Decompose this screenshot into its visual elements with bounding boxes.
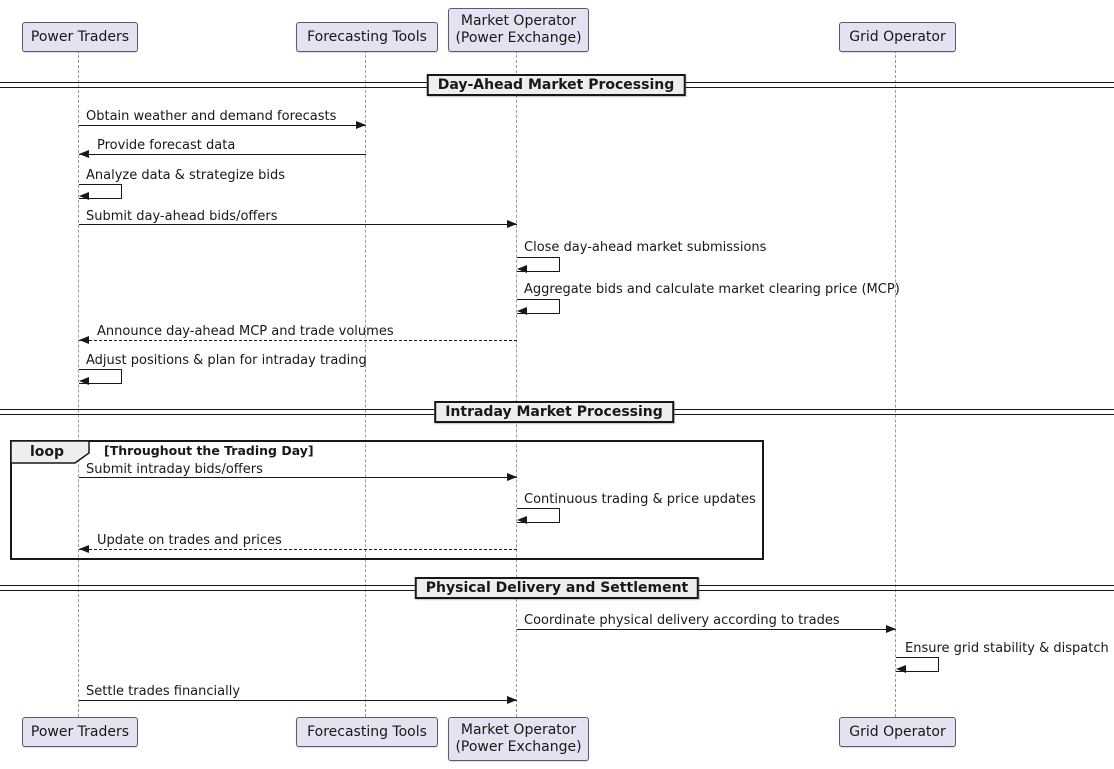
lifeline-power-traders <box>78 50 79 717</box>
message-label: Coordinate physical delivery according t… <box>524 613 840 628</box>
message-arrow-line <box>79 224 517 225</box>
arrowhead <box>79 336 89 344</box>
message-label: Aggregate bids and calculate market clea… <box>524 282 900 297</box>
message-label: Provide forecast data <box>97 138 236 153</box>
arrowhead <box>507 220 517 228</box>
participant-grid-operator-top: Grid Operator <box>839 22 956 52</box>
message-label: Submit intraday bids/offers <box>86 462 263 477</box>
arrowhead <box>886 625 896 633</box>
loop-condition: [Throughout the Trading Day] <box>104 443 314 458</box>
loop-keyword: loop <box>30 444 65 460</box>
arrowhead <box>356 121 366 129</box>
participant-forecasting-tools-top: Forecasting Tools <box>296 22 438 52</box>
message-arrow-line <box>79 125 366 126</box>
arrowhead <box>79 377 89 385</box>
message-label: Update on trades and prices <box>97 533 282 548</box>
message-arrow-line <box>79 549 517 550</box>
loop-frame <box>10 440 764 560</box>
participant-forecasting-tools-bottom: Forecasting Tools <box>296 717 438 747</box>
message-label: Settle trades financially <box>86 684 241 699</box>
participant-grid-operator-bottom: Grid Operator <box>839 717 956 747</box>
message-label: Announce day-ahead MCP and trade volumes <box>97 324 394 339</box>
self-message-line <box>896 657 939 672</box>
participant-market-operator-bottom: Market Operator (Power Exchange) <box>448 717 589 761</box>
arrowhead <box>507 473 517 481</box>
message-label: Close day-ahead market submissions <box>524 240 767 255</box>
self-message-line <box>517 299 560 314</box>
message-arrow-line <box>79 477 517 478</box>
arrowhead <box>79 192 89 200</box>
arrowhead <box>79 150 89 158</box>
message-arrow-line <box>79 340 517 341</box>
message-label: Obtain weather and demand forecasts <box>86 109 337 124</box>
lifeline-market-operator <box>516 50 517 717</box>
message-arrow-line <box>517 629 896 630</box>
message-label: Analyze data & strategize bids <box>86 168 286 183</box>
self-message-line <box>517 508 560 523</box>
self-message-line <box>517 257 560 272</box>
self-message-line <box>79 184 122 199</box>
message-label: Ensure grid stability & dispatch <box>905 641 1109 656</box>
message-arrow-line <box>79 700 517 701</box>
lifeline-forecasting-tools <box>365 50 366 717</box>
self-message-line <box>79 369 122 384</box>
arrowhead <box>79 545 89 553</box>
participant-market-operator-top: Market Operator (Power Exchange) <box>448 8 589 52</box>
loop-tab <box>11 441 90 464</box>
arrowhead <box>507 696 517 704</box>
message-label: Adjust positions & plan for intraday tra… <box>86 353 367 368</box>
arrowhead <box>517 307 527 315</box>
arrowhead <box>517 516 527 524</box>
message-label: Continuous trading & price updates <box>524 492 756 507</box>
participant-power-traders-top: Power Traders <box>22 22 138 52</box>
message-label: Submit day-ahead bids/offers <box>86 209 278 224</box>
divider-label-intraday: Intraday Market Processing <box>434 401 674 423</box>
divider-label-settlement: Physical Delivery and Settlement <box>414 577 700 599</box>
arrowhead <box>517 265 527 273</box>
divider-label-day-ahead: Day-Ahead Market Processing <box>426 74 686 96</box>
message-arrow-line <box>79 154 366 155</box>
lifeline-grid-operator <box>895 50 896 717</box>
arrowhead <box>896 665 906 673</box>
participant-power-traders-bottom: Power Traders <box>22 717 138 747</box>
